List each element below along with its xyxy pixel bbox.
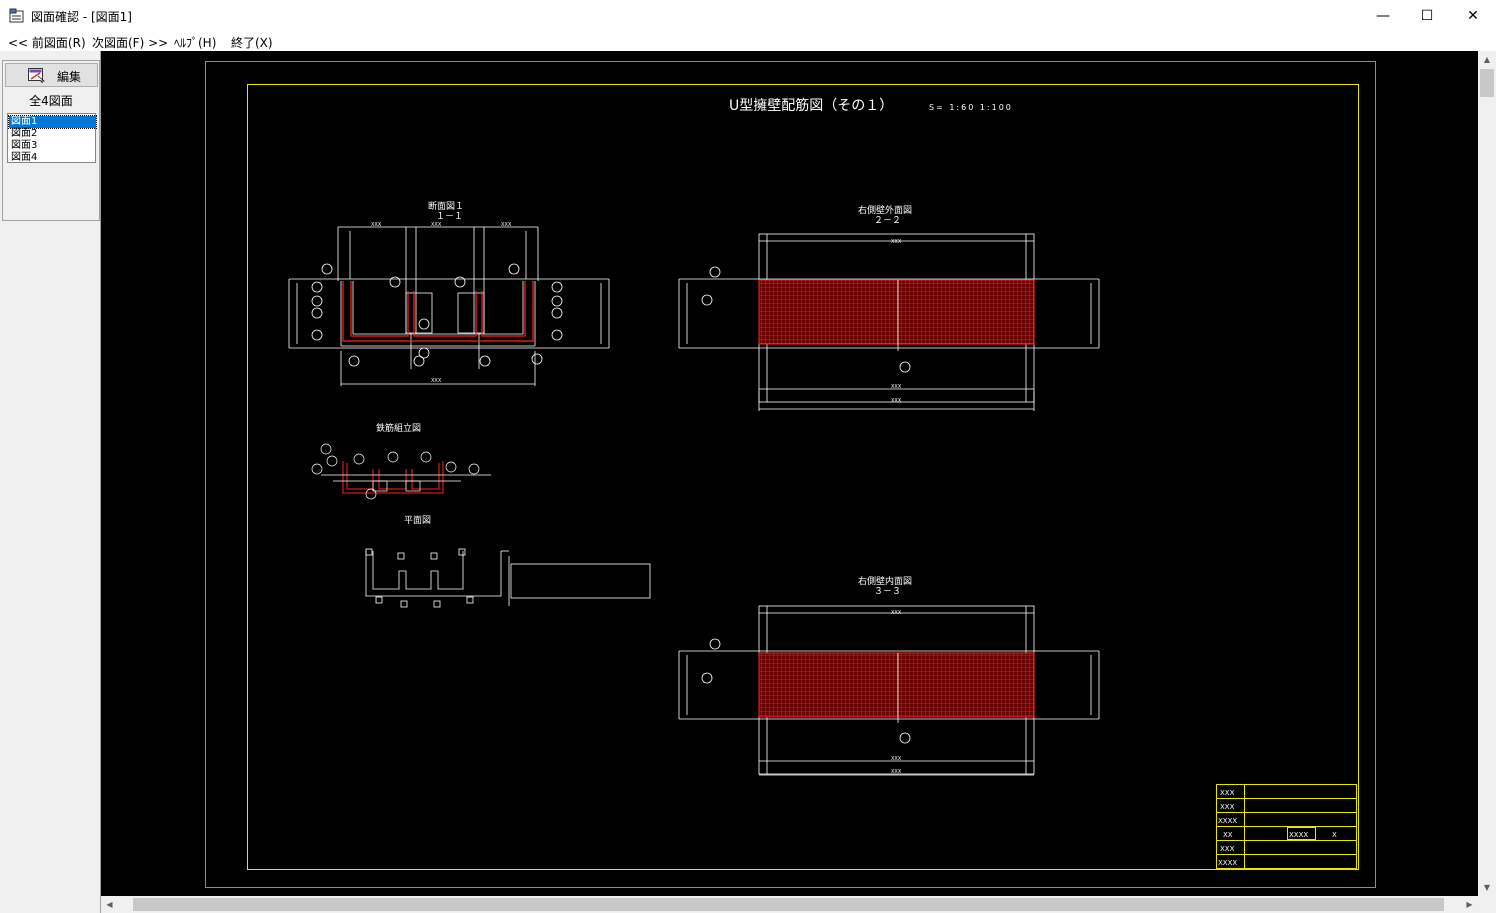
outer-elevation-subtitle: ２－２ — [874, 216, 901, 226]
section-view: 断面図１ １－１ — [288, 200, 610, 386]
inner-elevation-subtitle: ３－３ — [874, 587, 901, 597]
inner-frame — [247, 84, 1359, 870]
vertical-scroll-thumb[interactable] — [1480, 69, 1494, 97]
edit-icon — [28, 68, 45, 83]
list-item-drawing-2[interactable]: 図面2 — [11, 128, 38, 139]
horizontal-scroll-thumb[interactable] — [133, 898, 1444, 911]
horizontal-scrollbar[interactable]: ◀ ▶ — [101, 896, 1478, 913]
svg-text:XXX: XXX — [891, 384, 902, 390]
dimension-labels: XXX XXX XXX XXX XXX XXX XXX XXX XXX XXX — [371, 222, 902, 775]
title-block-row-3: XXXX — [1218, 817, 1237, 825]
minimize-button[interactable]: — — [1360, 0, 1406, 31]
title-block-row-1: XXX — [1220, 789, 1235, 797]
sidebar-panel: 編集 全4図面 図面1 図面2 図面3 図面4 — [2, 60, 100, 221]
outer-elevation-title: 右側壁外面図 — [858, 204, 912, 216]
edit-button-label: 編集 — [57, 70, 82, 84]
svg-text:XXX: XXX — [431, 222, 442, 228]
assembly-title: 鉄筋組立図 — [376, 422, 421, 434]
sidebar: 編集 全4図面 図面1 図面2 図面3 図面4 — [0, 51, 101, 913]
inner-elevation: 右側壁内面図 ３－３ — [678, 575, 1100, 776]
close-button[interactable]: ✕ — [1450, 0, 1496, 31]
drawing-count-label: 全4図面 — [29, 94, 73, 108]
outer-elevation: 右側壁外面図 ２－２ — [678, 204, 1100, 411]
section-subtitle: １－１ — [436, 212, 463, 222]
maximize-icon: ☐ — [1420, 7, 1434, 24]
outer-frame — [205, 61, 1376, 888]
title-bar: 図面確認 - [図面1] — ☐ ✕ — [0, 0, 1496, 31]
title-block-row-6: XXXX — [1218, 859, 1237, 867]
drawing-svg: U型擁壁配筋図（その１） S= 1:60 1:100 断面図１ １－１ — [205, 61, 1376, 888]
svg-text:XXX: XXX — [371, 222, 382, 228]
section-title: 断面図１ — [428, 200, 464, 212]
title-block-row-5: XXX — [1220, 845, 1235, 853]
title-block: XXX XXX XXXX XX XXX XXXX XXXX X — [1216, 784, 1357, 869]
drawing-list[interactable]: 図面1 図面2 図面3 図面4 — [7, 113, 97, 163]
close-icon: ✕ — [1467, 7, 1479, 24]
inner-rebar-mesh — [758, 652, 1035, 718]
list-item-drawing-4[interactable]: 図面4 — [11, 152, 38, 163]
minimize-icon: — — [1376, 7, 1390, 24]
menu-exit[interactable]: 終了(X) — [231, 36, 273, 50]
maximize-button[interactable]: ☐ — [1404, 0, 1450, 31]
title-block-row-4: XX — [1223, 831, 1233, 839]
window-title: 図面確認 - [図面1] — [31, 10, 132, 24]
svg-text:XXX: XXX — [891, 756, 902, 762]
plan-title: 平面図 — [404, 515, 431, 526]
svg-text:XXX: XXX — [501, 222, 512, 228]
scroll-down-icon[interactable]: ▼ — [1483, 883, 1491, 892]
drawing-title: U型擁壁配筋図（その１） — [729, 97, 893, 114]
edit-button[interactable]: 編集 — [5, 63, 98, 87]
scroll-left-icon[interactable]: ◀ — [106, 900, 113, 909]
svg-text:XXX: XXX — [891, 610, 902, 616]
menu-help[interactable]: ﾍﾙﾌﾟ(H) — [174, 36, 217, 50]
title-block-x: X — [1332, 831, 1337, 839]
svg-text:XXX: XXX — [431, 378, 442, 384]
app-drawing-icon — [9, 8, 24, 23]
svg-text:XXX: XXX — [891, 239, 902, 245]
inner-elevation-title: 右側壁内面図 — [858, 575, 912, 587]
menu-prev-drawing[interactable]: << 前図面(R) — [8, 36, 86, 50]
section-bubbles — [311, 263, 563, 367]
svg-text:XXX: XXX — [891, 769, 902, 775]
list-item-drawing-1[interactable]: 図面1 — [8, 115, 97, 129]
outer-rebar-mesh — [758, 279, 1035, 345]
menu-bar: << 前図面(R) 次図面(F) >> ﾍﾙﾌﾟ(H) 終了(X) — [0, 31, 1496, 51]
assembly-view: 鉄筋組立図 — [311, 422, 491, 500]
svg-text:XXX: XXX — [891, 398, 902, 404]
list-item-drawing-3[interactable]: 図面3 — [11, 140, 38, 151]
menu-next-drawing[interactable]: 次図面(F) >> — [92, 36, 169, 50]
drawing-canvas[interactable]: U型擁壁配筋図（その１） S= 1:60 1:100 断面図１ １－１ — [101, 51, 1478, 896]
scroll-up-icon[interactable]: ▲ — [1483, 55, 1491, 64]
vertical-scrollbar[interactable]: ▲ ▼ — [1478, 51, 1496, 896]
title-block-mid: XXXX — [1289, 831, 1308, 839]
scroll-corner — [1478, 896, 1496, 913]
scroll-right-icon[interactable]: ▶ — [1466, 900, 1473, 909]
title-block-row-2: XXX — [1220, 803, 1235, 811]
section-rebar — [342, 281, 534, 342]
drawing-scale: S= 1:60 1:100 — [929, 103, 1013, 112]
plan-view: 平面図 — [365, 515, 651, 608]
